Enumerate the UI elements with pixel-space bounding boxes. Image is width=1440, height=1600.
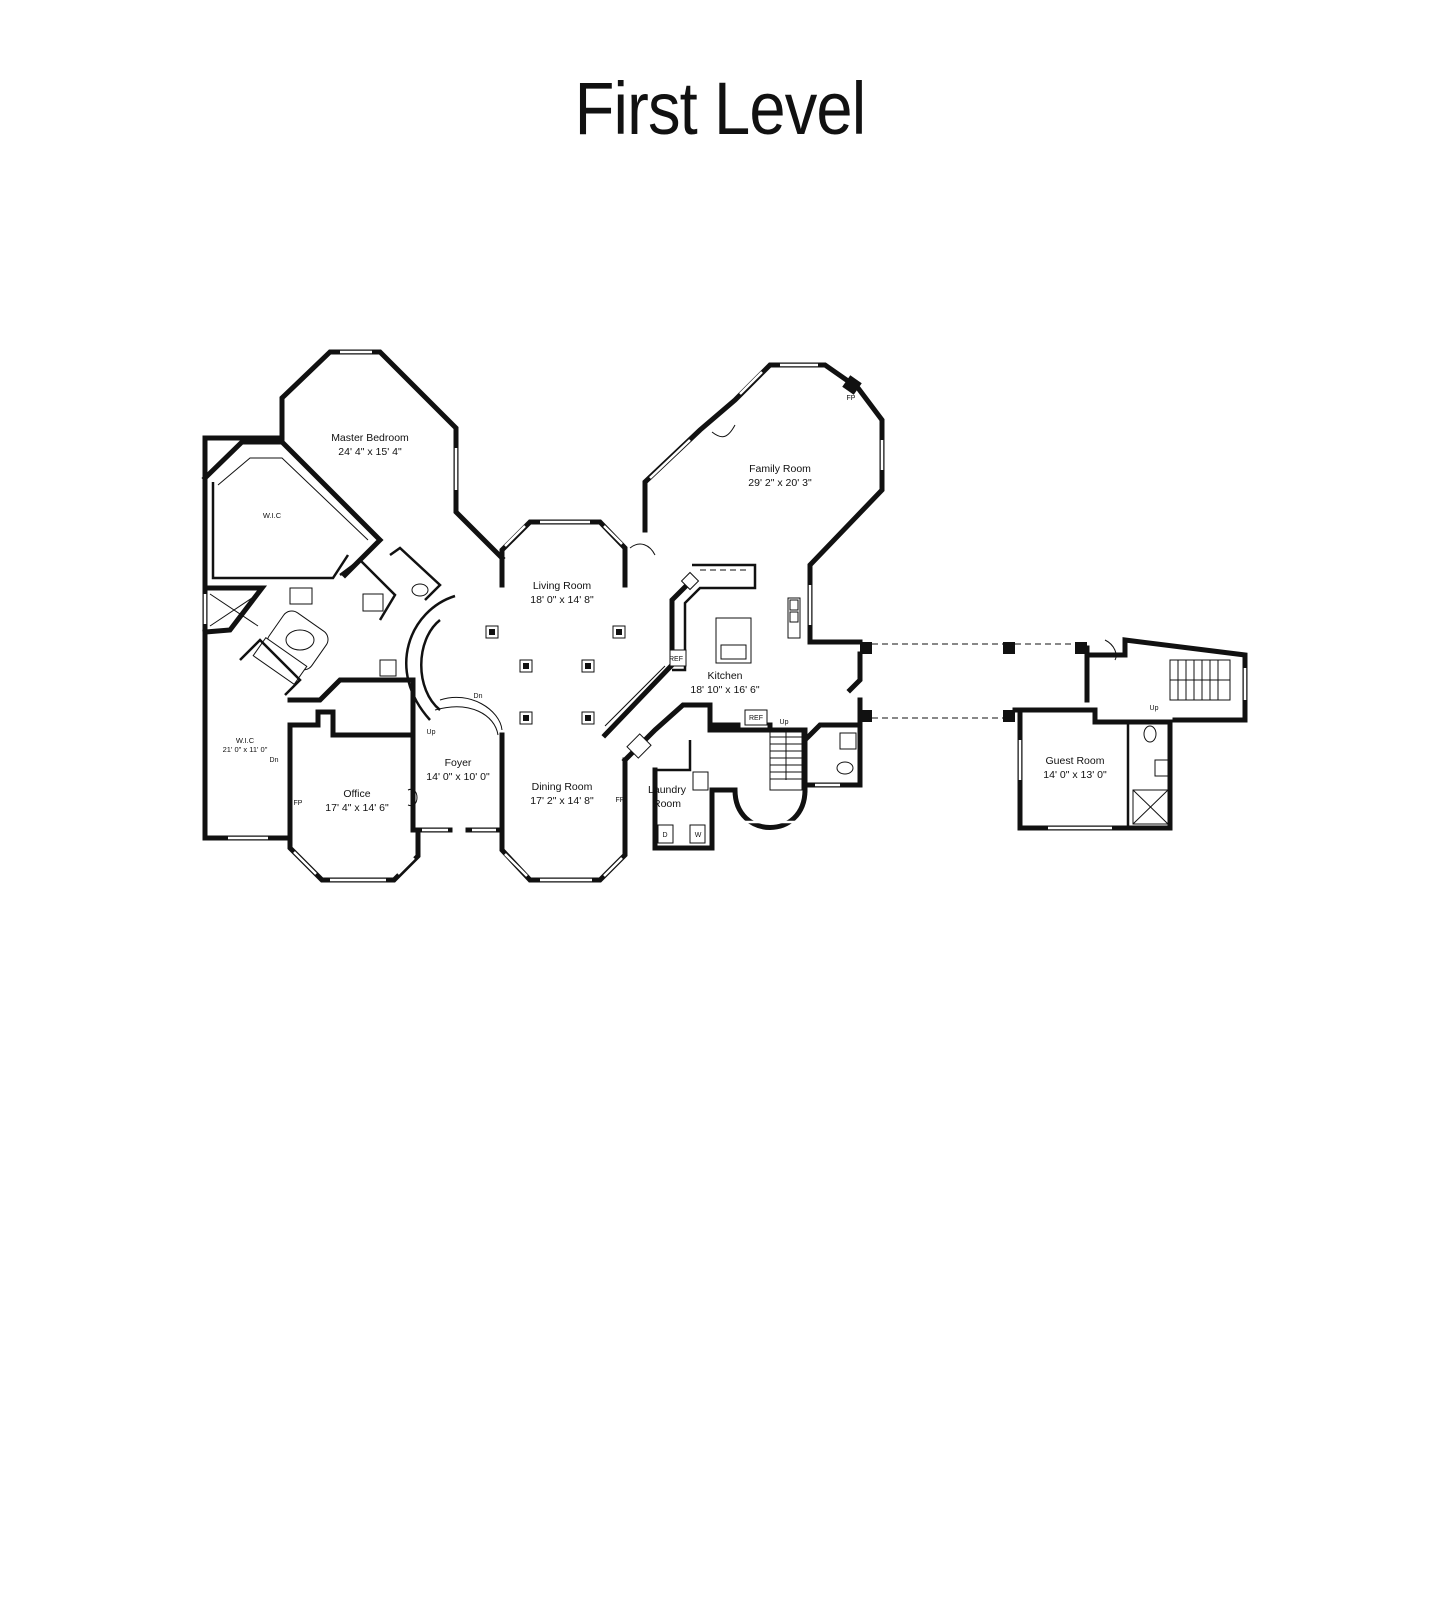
stair-up-label-foyer: Up [427, 729, 436, 736]
stair-up-label-kitchen: Up [780, 719, 789, 726]
office-walls [287, 709, 421, 883]
kitchen-dims: 18' 10" x 16' 6" [690, 684, 760, 696]
foyer-name: Foyer [445, 757, 472, 769]
fridge-label-main: REF [669, 656, 683, 663]
fridge-label-second: REF [749, 715, 763, 722]
dining-room-dims: 17' 2" x 14' 8" [530, 795, 594, 807]
foyer-dims: 14' 0" x 10' 0" [426, 771, 490, 783]
office-dims: 17' 4" x 14' 6" [325, 802, 389, 814]
guest-room-walls [1012, 637, 1248, 831]
laundry-walls [621, 702, 715, 851]
family-room-dims: 29' 2" x 20' 3" [748, 477, 812, 489]
living-room-walls [485, 519, 628, 725]
master-bath [239, 546, 442, 703]
guest-room-name: Guest Room [1046, 755, 1105, 767]
master-bedroom-dims: 24' 4" x 15' 4" [338, 446, 402, 458]
living-room-dims: 18' 0" x 14' 8" [530, 594, 594, 606]
page-title: First Level [574, 67, 867, 150]
fireplace-label-dining: FP [616, 797, 625, 804]
stair-up-label-guest: Up [1150, 705, 1159, 712]
fireplace-label-office: FP [294, 800, 303, 807]
living-room-name: Living Room [533, 580, 592, 592]
stair-down-label-wic: Dn [270, 757, 279, 764]
fireplace-label-family: FP [847, 395, 856, 402]
washer-label: W [695, 832, 702, 839]
kitchen-stair [709, 727, 808, 830]
family-room-name: Family Room [749, 463, 811, 475]
dining-room-walls [499, 576, 696, 883]
dining-room-name: Dining Room [532, 781, 593, 793]
laundry-room-name-2: Room [653, 798, 681, 810]
office-name: Office [343, 788, 370, 800]
wic-lower-name: W.I.C [236, 736, 255, 745]
wic-upper-name: W.I.C [263, 511, 282, 520]
stair-down-label-foyer: Dn [474, 693, 483, 700]
powder-room [801, 697, 863, 788]
wic-lower-dims: 21' 0" x 11' 0" [223, 745, 268, 754]
foyer-walls [405, 594, 505, 833]
guest-room-dims: 14' 0" x 13' 0" [1043, 769, 1107, 781]
breezeway [846, 642, 1087, 722]
laundry-room-name-1: Laundry [648, 784, 687, 796]
kitchen-name: Kitchen [707, 670, 742, 682]
master-bedroom-name: Master Bedroom [331, 432, 409, 444]
dryer-label: D [662, 832, 667, 839]
family-room-walls [629, 362, 885, 645]
wic-lower-walls [202, 594, 293, 841]
